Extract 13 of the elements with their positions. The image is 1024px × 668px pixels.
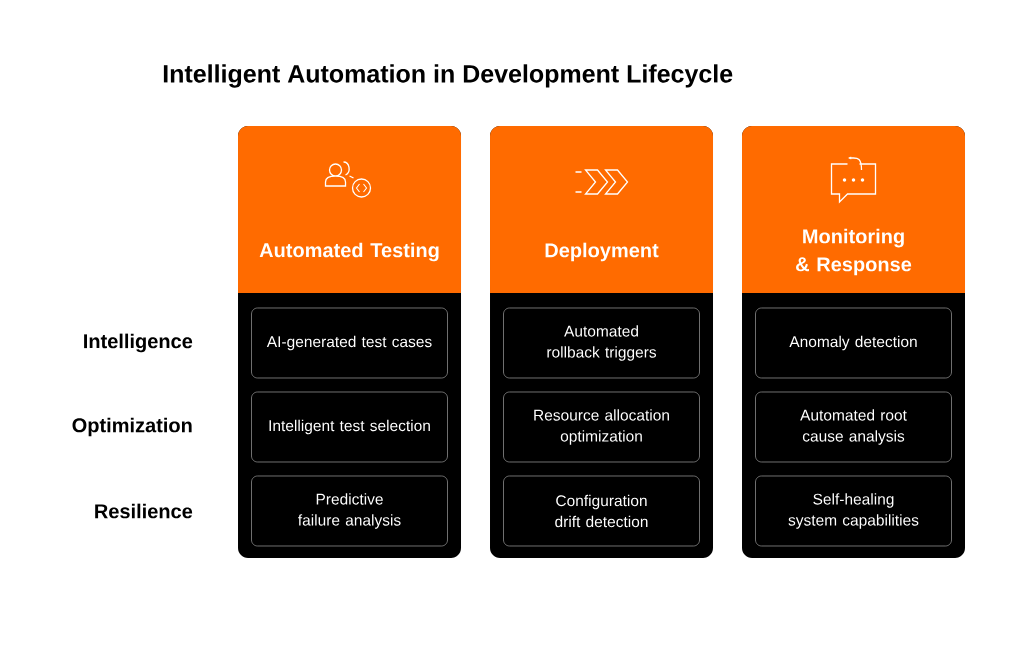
cell-box: Resource allocation optimization <box>503 391 700 463</box>
cell-box: Automated rollback triggers <box>503 307 700 379</box>
cell-box: Configuration drift detection <box>503 475 700 547</box>
cell-box: Predictive failure analysis <box>251 475 448 547</box>
cell-box: Automated root cause analysis <box>755 391 952 463</box>
row-label: Intelligence <box>84 333 193 353</box>
title: Intelligent Automation in Development Lifecycle <box>163 64 733 88</box>
cell-box: Self-healing system capabilities <box>755 475 952 547</box>
cell-box: Intelligent test selection <box>251 391 448 463</box>
row-label: Optimization <box>72 417 192 437</box>
cell-box: AI-generated test cases <box>251 307 448 379</box>
cell-box: Anomaly detection <box>755 307 952 379</box>
row-label: Resilience <box>95 503 193 519</box>
